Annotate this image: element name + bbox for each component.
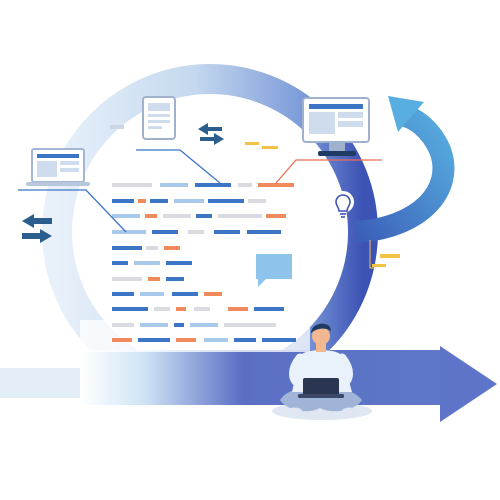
code-line-segment — [112, 277, 142, 281]
code-line-segment — [228, 307, 248, 311]
code-line-segment — [112, 292, 134, 296]
code-line-segment — [164, 246, 180, 250]
code-line-segment — [174, 323, 184, 327]
code-line-segment — [134, 261, 160, 265]
code-line-segment — [248, 199, 266, 203]
code-line-segment — [166, 261, 192, 265]
code-line-segment — [196, 214, 212, 218]
code-line-segment — [112, 214, 140, 218]
code-line-segment — [112, 246, 142, 250]
code-line-segment — [152, 230, 178, 234]
code-line-segment — [214, 230, 240, 234]
code-line-segment — [138, 199, 146, 203]
code-line-segment — [176, 307, 186, 311]
code-line-segment — [204, 292, 222, 296]
code-line-segment — [172, 292, 198, 296]
code-line-segment — [262, 338, 296, 342]
callout-tick — [369, 240, 374, 269]
code-line-segment — [112, 307, 148, 311]
code-line-segment — [224, 323, 276, 327]
code-line-segment — [194, 307, 210, 311]
callout-lines — [18, 125, 382, 233]
code-line-segment — [112, 183, 152, 187]
code-line-segment — [145, 214, 157, 218]
code-line-segment — [188, 230, 204, 234]
code-line-segment — [238, 183, 252, 187]
chat-bubble-icon — [256, 254, 292, 287]
code-line-segment — [254, 307, 284, 311]
code-line-segment — [140, 292, 164, 296]
code-line-segment — [140, 323, 168, 327]
code-line-segment — [247, 230, 281, 234]
laptop-icon — [26, 148, 90, 186]
code-line-segment — [190, 323, 218, 327]
code-line-segment — [174, 199, 204, 203]
code-lines — [112, 183, 296, 342]
code-line-segment — [218, 214, 262, 218]
code-line-segment — [148, 277, 160, 281]
code-line-segment — [166, 277, 184, 281]
person-with-laptop — [272, 323, 372, 420]
monitor-icon — [302, 97, 370, 156]
code-line-segment — [150, 199, 168, 203]
code-line-segment — [195, 183, 231, 187]
code-line-segment — [176, 338, 196, 342]
code-line-segment — [138, 338, 170, 342]
code-line-segment — [258, 183, 294, 187]
code-line-segment — [112, 323, 134, 327]
tablet-icon — [142, 96, 176, 140]
lightbulb-icon — [332, 191, 354, 218]
code-line-segment — [154, 307, 170, 311]
code-line-segment — [112, 261, 128, 265]
swap-arrows-icon — [198, 123, 224, 145]
code-line-segment — [112, 338, 132, 342]
code-line-segment — [266, 214, 286, 218]
yellow-callouts — [245, 142, 400, 267]
code-line-segment — [112, 199, 134, 203]
code-line-segment — [163, 214, 191, 218]
code-line-segment — [204, 338, 228, 342]
code-line-segment — [112, 230, 146, 234]
refresh-arrow-icon — [355, 96, 455, 243]
code-line-segment — [208, 199, 244, 203]
progress-arrow — [0, 320, 497, 422]
code-line-segment — [160, 183, 188, 187]
code-line-segment — [234, 338, 256, 342]
code-line-segment — [146, 246, 158, 250]
swap-arrows-icon — [22, 214, 52, 243]
